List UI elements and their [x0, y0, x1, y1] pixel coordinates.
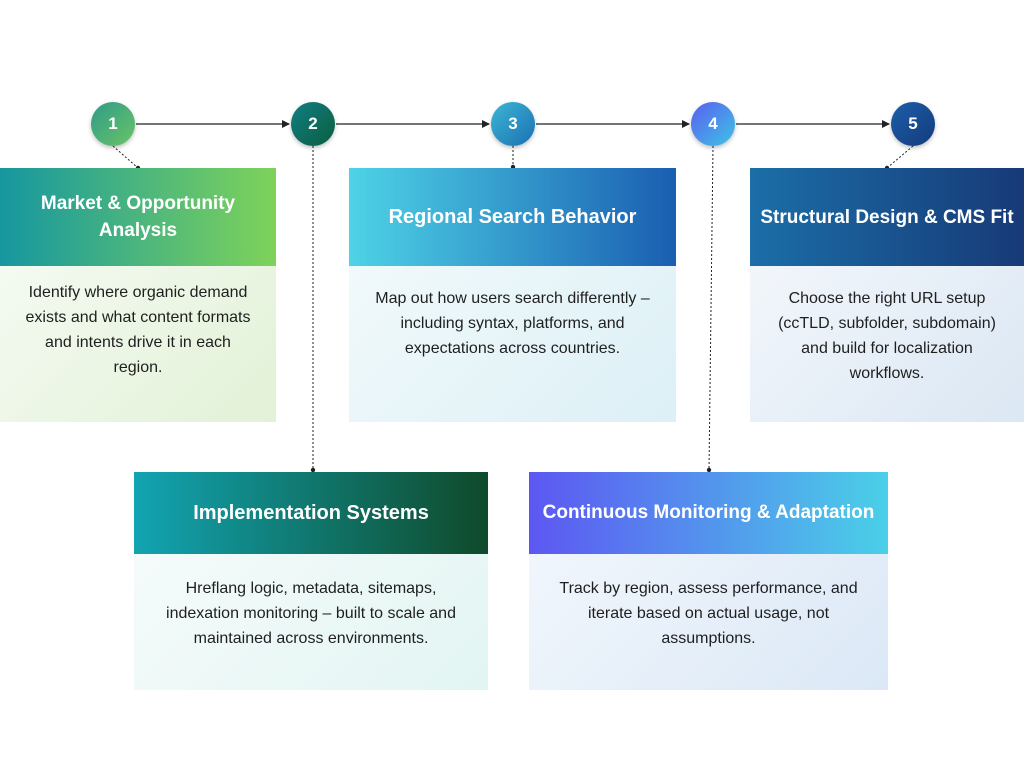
step-3-card: Regional Search Behavior Map out how use… — [349, 168, 676, 422]
step-5-description: Choose the right URL setup (ccTLD, subfo… — [750, 266, 1024, 422]
step-1-description: Identify where organic demand exists and… — [0, 266, 276, 422]
step-1-title: Market & Opportunity Analysis — [0, 168, 276, 266]
step-5-title: Structural Design & CMS Fit — [750, 168, 1024, 266]
step-4-card: Continuous Monitoring & Adaptation Track… — [529, 472, 888, 690]
connector-dot-4 — [706, 467, 712, 473]
step-4-description: Track by region, assess performance, and… — [529, 554, 888, 690]
step-1-card: Market & Opportunity Analysis Identify w… — [0, 168, 276, 422]
dotted-connector-5 — [886, 145, 914, 169]
step-2-card: Implementation Systems Hreflang logic, m… — [134, 472, 488, 690]
step-3-number-badge: 3 — [491, 102, 535, 146]
step-3-title: Regional Search Behavior — [349, 168, 676, 266]
step-2-title: Implementation Systems — [134, 472, 488, 554]
step-2-description: Hreflang logic, metadata, sitemaps, inde… — [134, 554, 488, 690]
step-5-number-badge: 5 — [891, 102, 935, 146]
step-3-description: Map out how users search differently – i… — [349, 266, 676, 422]
dotted-connector-1 — [112, 145, 139, 169]
step-2-number-badge: 2 — [291, 102, 335, 146]
connector-dot-2 — [310, 467, 316, 473]
dotted-connector-4 — [708, 145, 714, 471]
step-5-card: Structural Design & CMS Fit Choose the r… — [750, 168, 1024, 422]
step-4-number-badge: 4 — [691, 102, 735, 146]
step-1-number-badge: 1 — [91, 102, 135, 146]
step-4-title: Continuous Monitoring & Adaptation — [529, 472, 888, 554]
